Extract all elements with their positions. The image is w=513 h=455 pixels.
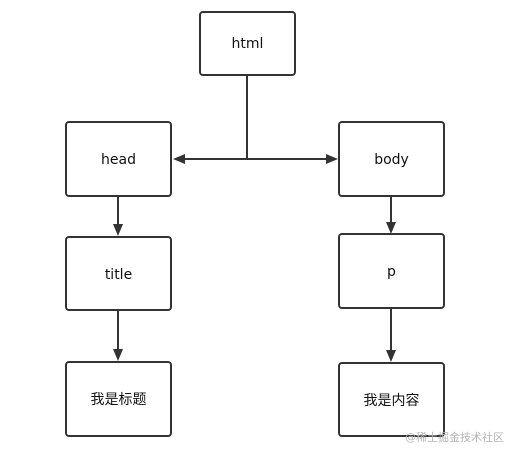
node-body-box (338, 121, 445, 197)
node-head-box (65, 121, 172, 197)
node-title-text-box (65, 361, 172, 437)
node-head: head (65, 121, 172, 197)
arrowhead-title (113, 224, 123, 236)
node-head-label: head (101, 152, 136, 168)
arrowhead-p-text (386, 350, 396, 362)
arrowhead-p (386, 222, 396, 234)
watermark-text: @稀土掘金技术社区 (405, 430, 504, 444)
node-p-text: 我是内容 (338, 362, 445, 437)
arrowhead-head (173, 154, 185, 164)
node-html-label: html (232, 36, 264, 52)
node-title-box (65, 236, 172, 311)
arrowhead-title-text (113, 349, 123, 361)
node-body-label: body (374, 152, 409, 168)
node-p: p (338, 233, 445, 309)
node-title-text-label: 我是标题 (91, 392, 147, 408)
node-p-label: p (387, 264, 396, 280)
node-p-text-label: 我是内容 (364, 392, 420, 409)
edges (113, 75, 396, 362)
node-title-text: 我是标题 (65, 361, 172, 437)
node-body: body (338, 121, 445, 197)
arrowhead-body (326, 154, 338, 164)
node-p-box (338, 233, 445, 309)
node-p-text-box (338, 362, 445, 437)
node-html-box (199, 11, 296, 76)
node-html: html (199, 11, 296, 76)
node-title: title (65, 236, 172, 311)
node-title-label: title (105, 267, 132, 283)
